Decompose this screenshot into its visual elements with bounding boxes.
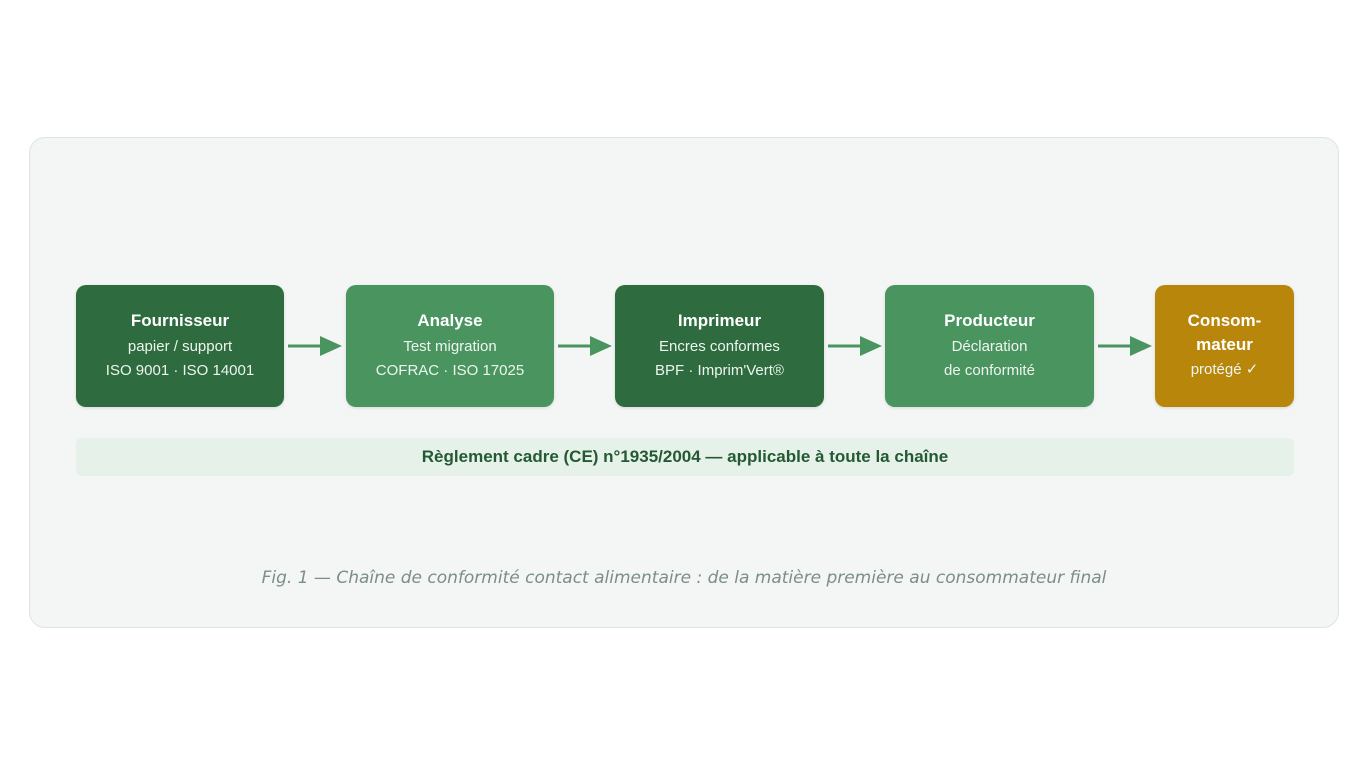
node-consommateur: Consom- mateur protégé ✓	[1155, 285, 1294, 407]
node-detail: ISO 9001 · ISO 14001	[105, 361, 255, 379]
figure-panel: Fournisseur papier / support ISO 9001 · …	[29, 137, 1339, 628]
node-analyse: Analyse Test migration COFRAC · ISO 1702…	[346, 285, 554, 407]
node-title: Consom-	[1187, 311, 1262, 330]
node-detail: papier / support	[127, 337, 233, 355]
node-imprimeur: Imprimeur Encres conformes BPF · Imprim'…	[615, 285, 824, 407]
regulation-banner: Règlement cadre (CE) n°1935/2004 — appli…	[76, 438, 1294, 476]
node-title: Fournisseur	[130, 310, 230, 330]
arrow-right-icon	[1098, 336, 1152, 356]
node-title: Producteur	[944, 310, 1035, 330]
node-title: Imprimeur	[677, 310, 762, 330]
arrow-right-icon	[288, 336, 342, 356]
node-detail: Déclaration	[951, 337, 1028, 355]
node-detail: de conformité	[944, 361, 1035, 379]
node-detail: protégé ✓	[1190, 361, 1259, 378]
node-detail: COFRAC · ISO 17025	[375, 361, 525, 379]
node-detail: Encres conformes	[659, 337, 780, 355]
figure-caption: Fig. 1 — Chaîne de conformité contact al…	[261, 568, 1107, 588]
node-title: Analyse	[417, 310, 483, 330]
node-detail: BPF · Imprim'Vert®	[655, 361, 784, 379]
arrow-right-icon	[558, 336, 612, 356]
compliance-flow: Fournisseur papier / support ISO 9001 · …	[76, 285, 1294, 407]
arrow-right-icon	[828, 336, 882, 356]
node-title: mateur	[1196, 335, 1253, 354]
node-fournisseur: Fournisseur papier / support ISO 9001 · …	[76, 285, 284, 407]
node-detail: Test migration	[403, 337, 497, 355]
node-producteur: Producteur Déclaration de conformité	[885, 285, 1094, 407]
